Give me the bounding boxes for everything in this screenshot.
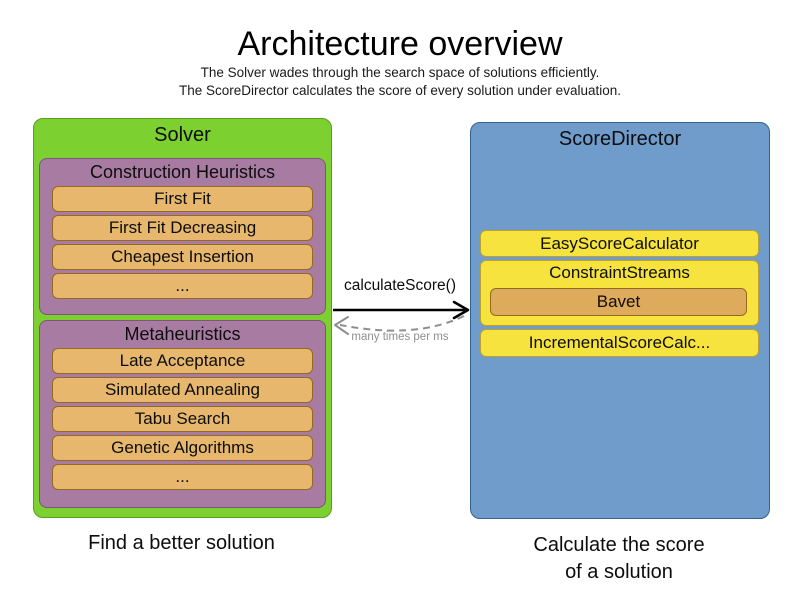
metaheuristics-label: Metaheuristics bbox=[124, 324, 241, 344]
algo-item-genetic-algorithms: Genetic Algorithms bbox=[52, 435, 313, 461]
score-director-box: ScoreDirector EasyScoreCalculator Constr… bbox=[470, 122, 770, 519]
solver-label: Solver bbox=[154, 124, 211, 146]
algo-item-late-acceptance: Late Acceptance bbox=[52, 348, 313, 374]
construction-heuristics-group: Construction Heuristics First Fit First … bbox=[39, 158, 326, 315]
algo-item-first-fit-decreasing: First Fit Decreasing bbox=[52, 215, 313, 241]
score-director-caption-line-2: of a solution bbox=[565, 561, 673, 583]
constraint-streams-label: ConstraintStreams bbox=[549, 263, 690, 282]
solver-caption: Find a better solution bbox=[88, 532, 275, 554]
score-director-caption-line-1: Calculate the score bbox=[533, 534, 705, 556]
bavet-box: Bavet bbox=[490, 288, 747, 316]
algo-item-mh-ellipsis: ... bbox=[52, 464, 313, 490]
calculate-score-arrow bbox=[333, 300, 470, 320]
score-director-label: ScoreDirector bbox=[558, 128, 682, 150]
algo-item-cheapest-insertion: Cheapest Insertion bbox=[52, 244, 313, 270]
construction-heuristics-label: Construction Heuristics bbox=[89, 162, 276, 182]
algo-item-simulated-annealing: Simulated Annealing bbox=[52, 377, 313, 403]
frequency-label: many times per ms bbox=[351, 331, 449, 343]
metaheuristics-group: Metaheuristics Late Acceptance Simulated… bbox=[39, 320, 326, 508]
constraint-streams-box: ConstraintStreams Bavet bbox=[480, 260, 759, 326]
easy-score-calculator-box: EasyScoreCalculator bbox=[480, 230, 759, 257]
algo-item-ch-ellipsis: ... bbox=[52, 273, 313, 299]
algo-item-tabu-search: Tabu Search bbox=[52, 406, 313, 432]
subtitle-line-1: The Solver wades through the search spac… bbox=[200, 65, 600, 80]
algo-item-first-fit: First Fit bbox=[52, 186, 313, 212]
score-director-caption: Calculate the score of a solution bbox=[470, 532, 768, 586]
subtitle-line-2: The ScoreDirector calculates the score o… bbox=[179, 83, 621, 98]
solver-box: Solver Construction Heuristics First Fit… bbox=[33, 118, 332, 518]
page-title: Architecture overview bbox=[237, 25, 563, 63]
calculate-score-label: calculateScore() bbox=[344, 277, 456, 294]
incremental-score-calculator-box: IncrementalScoreCalc... bbox=[480, 329, 759, 357]
